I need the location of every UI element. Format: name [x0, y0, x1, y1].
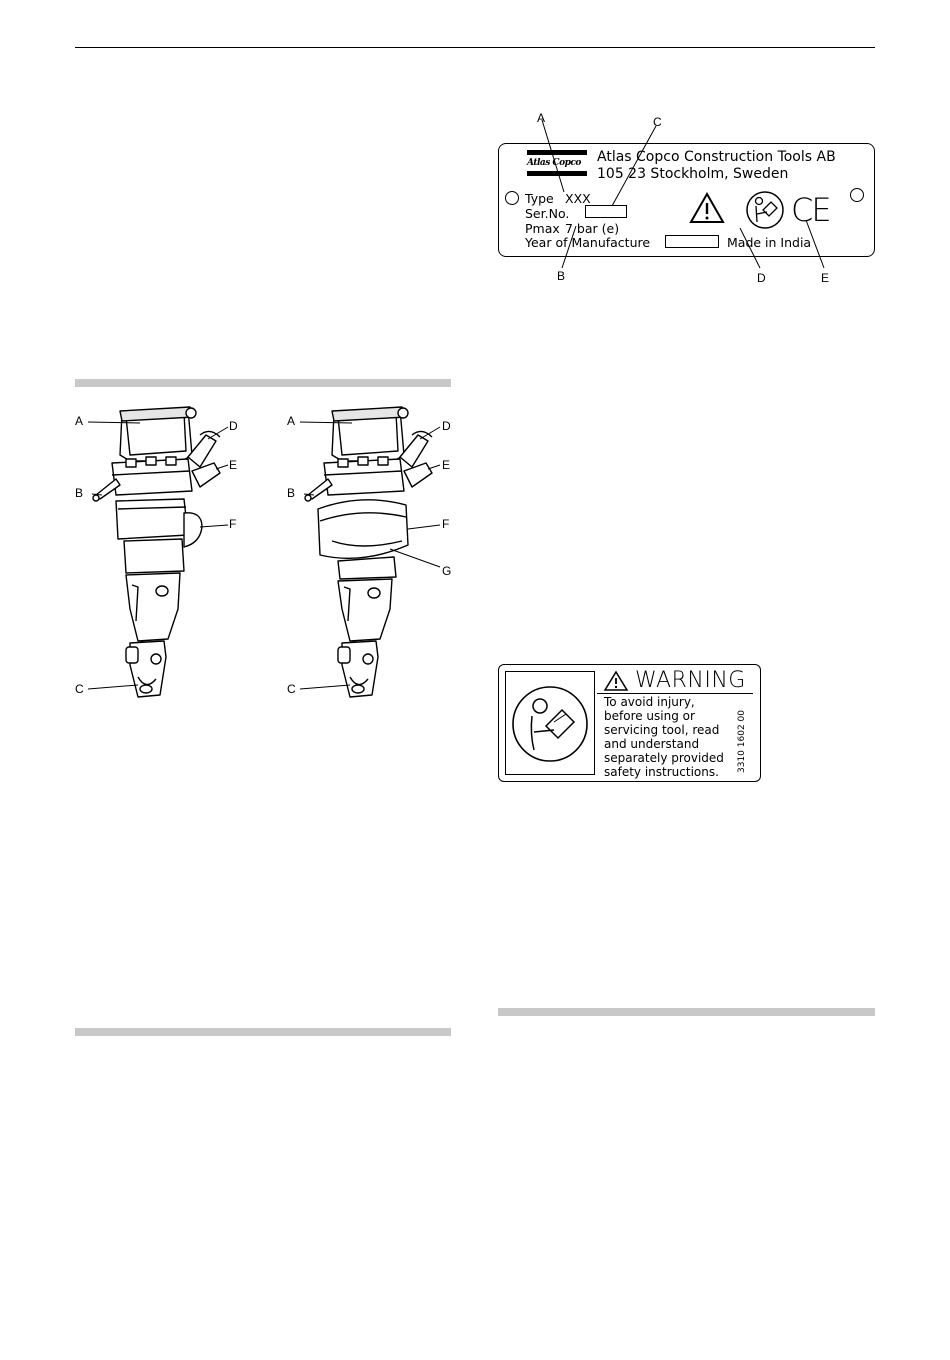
breaker-illustration-right	[304, 406, 433, 698]
plate-callout-c: C	[653, 115, 662, 129]
plate-company: Atlas Copco Construction Tools AB	[597, 149, 836, 165]
plate-callout-a: A	[537, 111, 546, 125]
callout-g-right: G	[442, 564, 452, 578]
plate-made-in: Made in India	[727, 235, 812, 250]
callout-c-right: C	[287, 682, 296, 696]
plate-callout-b: B	[557, 269, 566, 283]
callout-a-right: A	[287, 414, 296, 428]
plate-address: 105 23 Stockholm, Sweden	[597, 166, 789, 182]
read-manual-icon	[746, 191, 784, 229]
callout-b-left: B	[75, 486, 84, 500]
breaker-illustration-left	[92, 406, 221, 698]
atlas-copco-logo: Atlas Copco	[527, 150, 587, 180]
mounting-hole-right	[850, 188, 864, 202]
plate-type-label: Type	[525, 191, 554, 206]
plate-callout-d: D	[757, 271, 766, 285]
warning-line: and understand	[604, 737, 700, 751]
ce-mark-icon: CE	[791, 191, 832, 229]
data-plate: Atlas Copco Atlas Copco Construction Too…	[498, 143, 875, 257]
mounting-hole-left	[505, 191, 519, 205]
callout-d-left: D	[229, 419, 238, 433]
plate-callout-e: E	[821, 271, 830, 285]
callout-f-right: F	[442, 517, 450, 531]
warning-label: WARNING To avoid injury, before using or…	[498, 664, 761, 782]
warning-line: before using or	[604, 709, 695, 723]
callout-c-left: C	[75, 682, 84, 696]
warning-line: To avoid injury,	[604, 695, 695, 709]
plate-serial-box	[585, 205, 627, 218]
data-plate-leaders	[541, 119, 825, 269]
warning-line: separately provided	[604, 751, 724, 765]
plate-year-label: Year of Manufacture	[525, 235, 651, 250]
read-manual-icon	[512, 686, 588, 762]
plate-pmax-value: 7 bar (e)	[565, 221, 620, 236]
section-divider-left	[75, 379, 451, 387]
warning-triangle-icon	[689, 192, 725, 223]
callout-b-right: B	[287, 486, 296, 500]
section-divider-left-bottom	[75, 1028, 451, 1036]
section-divider-right-bottom	[498, 1008, 875, 1016]
leader-lines	[87, 421, 441, 690]
callout-a-left: A	[75, 414, 84, 428]
breaker-figure	[87, 406, 441, 698]
warning-part-number: 3310 1602 00	[737, 710, 747, 773]
plate-serial-label: Ser.No.	[525, 206, 570, 221]
plate-type-value: XXX	[565, 191, 591, 206]
callout-f-left: F	[229, 517, 237, 531]
header-rule	[75, 47, 875, 48]
callout-d-right: D	[442, 419, 451, 433]
warning-triangle-icon	[603, 670, 629, 691]
warning-pictogram-box	[505, 671, 595, 775]
warning-text: To avoid injury, before using or servici…	[604, 695, 734, 779]
warning-line: servicing tool, read	[604, 723, 720, 737]
plate-year-box	[665, 235, 719, 248]
callout-e-left: E	[229, 458, 238, 472]
callout-e-right: E	[442, 458, 451, 472]
warning-title: WARNING	[635, 668, 746, 693]
plate-pmax-label: Pmax	[525, 221, 560, 236]
warning-line: safety instructions.	[604, 765, 719, 779]
warning-header: WARNING	[597, 669, 753, 694]
